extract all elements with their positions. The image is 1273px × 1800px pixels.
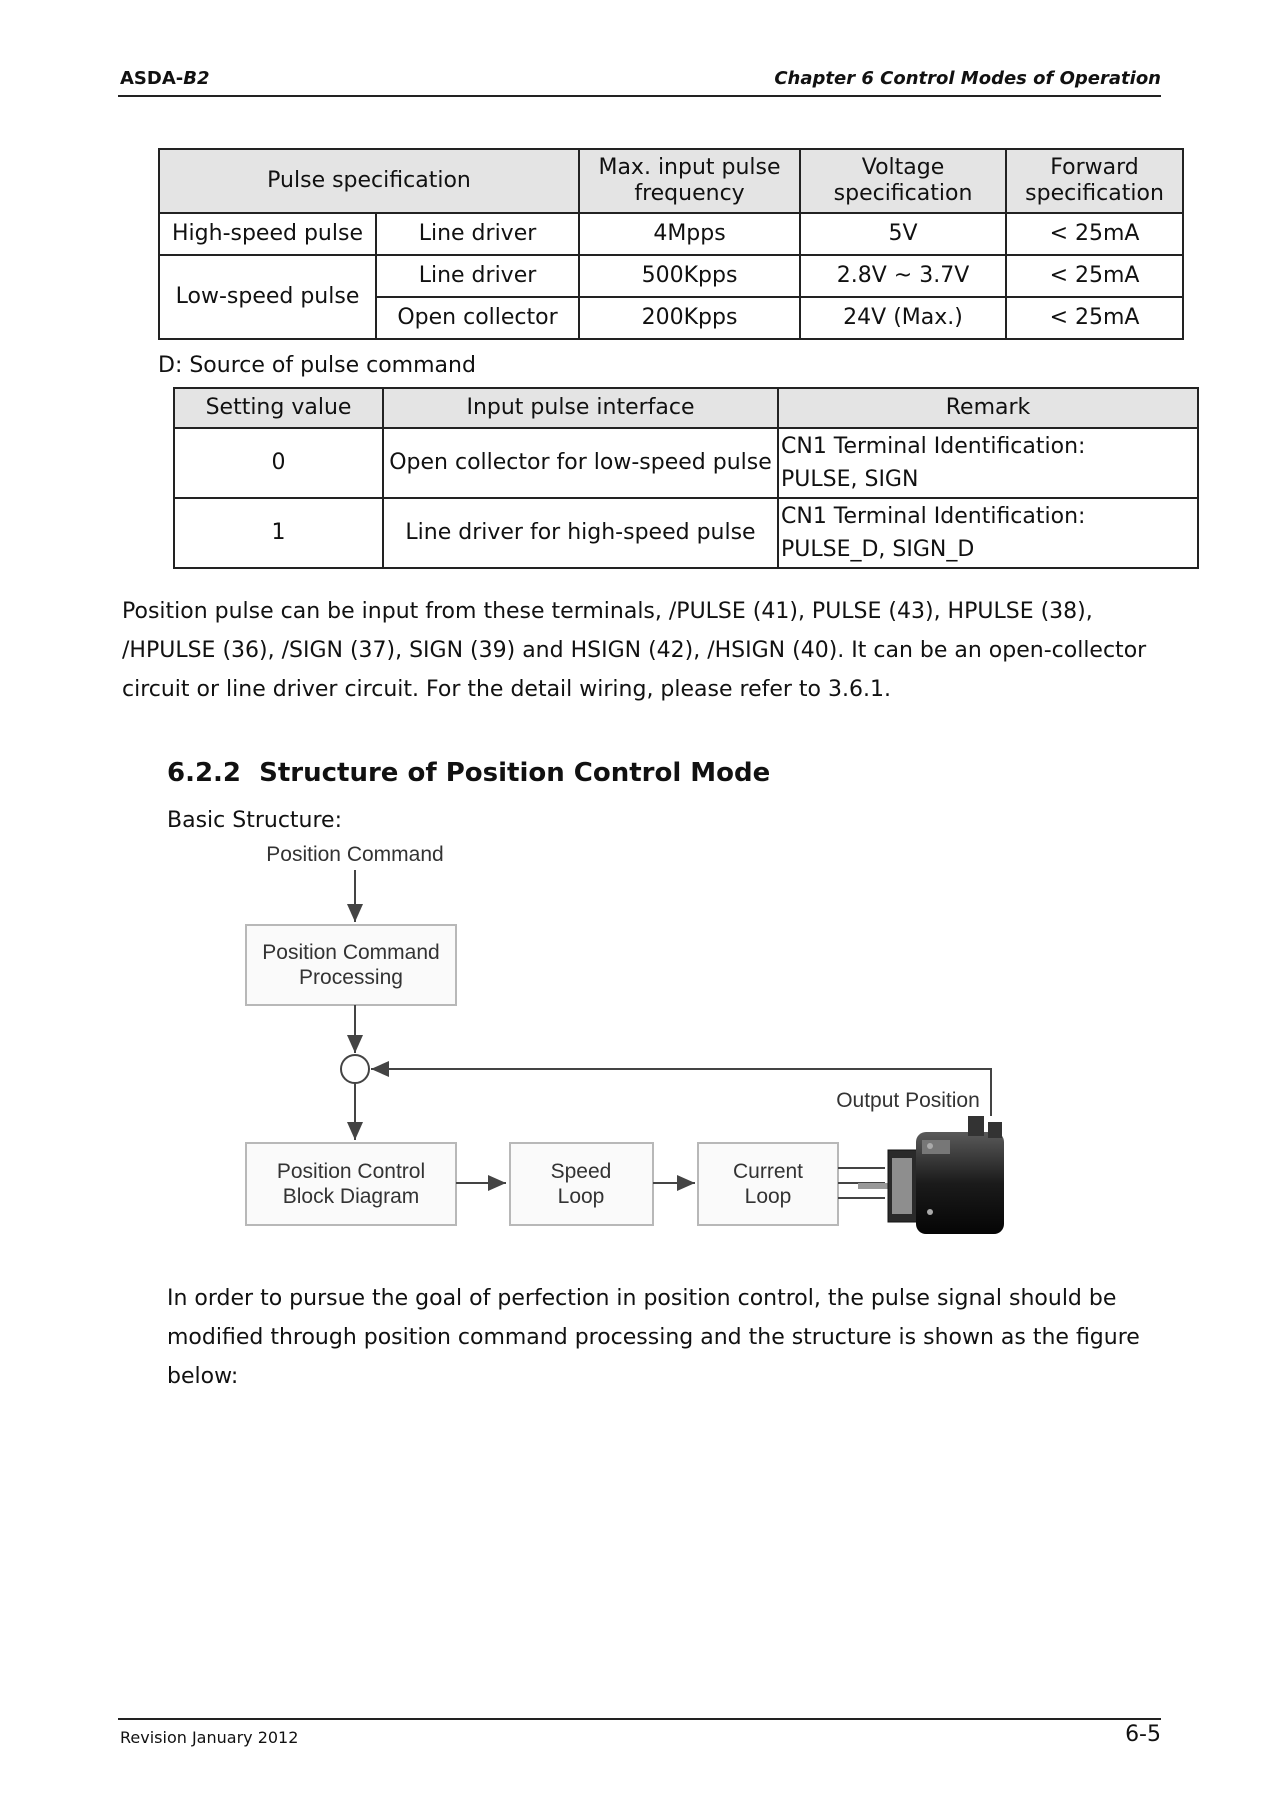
cell-low-speed-label: Low-speed pulse [158, 254, 377, 340]
section-number: 6.2.2 [167, 758, 242, 788]
speed-loop-box [509, 1142, 654, 1226]
th-voltage: Voltage specification [799, 148, 1008, 214]
servo-motor-icon [858, 1116, 1004, 1234]
product-prefix: ASDA- [120, 68, 184, 89]
remark-line: CN1 Terminal Identification: [781, 504, 1086, 529]
th-interface: Input pulse interface [382, 387, 779, 429]
th-remark: Remark [777, 387, 1199, 429]
cell-setting: 0 [173, 427, 384, 499]
current-line2: Loop [745, 1185, 792, 1208]
header-chapter: Chapter 6 Control Modes of Operation [774, 68, 1161, 89]
cell-freq: 4Mpps [578, 212, 802, 256]
feedback-line [371, 1061, 992, 1116]
cell-voltage: 2.8V ~ 3.7V [799, 254, 1008, 298]
cell-type: Open collector [374, 296, 581, 340]
cell-type: Line driver [374, 212, 581, 256]
section-heading: 6.2.2 Structure of Position Control Mode [167, 758, 770, 788]
cell-forward: < 25mA [1005, 296, 1185, 340]
table-row: 0 Open collector for low-speed pulse CN1… [173, 427, 1199, 499]
speed-line2: Loop [558, 1185, 605, 1208]
position-command-processing-box [245, 924, 457, 1006]
cell-interface: Open collector for low-speed pulse [382, 427, 779, 499]
footer-revision: Revision January 2012 [120, 1728, 299, 1747]
footer-rule [118, 1718, 1161, 1720]
pcb-line2: Block Diagram [283, 1185, 420, 1208]
product-model: B2 [183, 68, 210, 89]
speed-line1: Speed [551, 1160, 612, 1183]
terminal-paragraph: Position pulse can be input from these t… [122, 599, 1147, 702]
pcp-line2: Processing [299, 966, 403, 989]
th-setting: Setting value [173, 387, 384, 429]
th-forward: Forward specification [1005, 148, 1185, 214]
header-product: ASDA-B2 [120, 68, 210, 89]
header-rule [118, 95, 1161, 97]
basic-structure-label: Basic Structure: [167, 808, 342, 833]
cell-remark: CN1 Terminal Identification: PULSE_D, SIG… [777, 497, 1199, 569]
cell-voltage: 5V [799, 212, 1008, 256]
current-line1: Current [733, 1160, 803, 1183]
cell-remark: CN1 Terminal Identification: PULSE, SIGN [777, 427, 1199, 499]
source-pulse-label: D: Source of pulse command [158, 353, 476, 378]
cell-freq: 500Kpps [578, 254, 802, 298]
cell-freq: 200Kpps [578, 296, 802, 340]
cell-setting: 1 [173, 497, 384, 569]
table-row: 1 Line driver for high-speed pulse CN1 T… [173, 497, 1199, 569]
pcb-line1: Position Control [277, 1160, 425, 1183]
current-loop-box [697, 1142, 839, 1226]
position-control-box [245, 1142, 457, 1226]
cell-interface: Line driver for high-speed pulse [382, 497, 779, 569]
summing-junction [340, 1054, 370, 1084]
th-max-freq: Max. input pulse frequency [578, 148, 802, 214]
remark-line: CN1 Terminal Identification: [781, 434, 1086, 459]
cell-type: Line driver [374, 254, 581, 298]
table-row: High-speed pulse Line driver 4Mpps 5V < … [158, 212, 1185, 256]
processing-paragraph: In order to pursue the goal of perfectio… [167, 1286, 1140, 1389]
section-title: Structure of Position Control Mode [259, 758, 771, 788]
cell-forward: < 25mA [1005, 212, 1185, 256]
remark-line: PULSE, SIGN [781, 467, 919, 492]
output-position-label: Output Position [836, 1089, 980, 1112]
th-pulse-spec: Pulse specification [157, 148, 581, 214]
pulse-spec-table: Pulse specification Max. input pulse fre… [157, 148, 1185, 340]
position-control-diagram: Position Command Position Command Proces… [245, 843, 1004, 1234]
pcp-line1: Position Command [262, 941, 439, 964]
table-row: Low-speed pulse Line driver 500Kpps 2.8V… [158, 254, 1185, 340]
cell-high-speed-label: High-speed pulse [158, 212, 377, 256]
table-row: Open collector 200Kpps 24V (Max.) < 25mA [159, 296, 1185, 340]
remark-line: PULSE_D, SIGN_D [781, 537, 975, 562]
cell-forward: < 25mA [1005, 254, 1185, 298]
pulse-source-table: Setting value Input pulse interface Rema… [173, 387, 1199, 569]
cell-voltage: 24V (Max.) [799, 296, 1008, 340]
position-command-label: Position Command [266, 843, 443, 866]
page-number: 6-5 [1125, 1722, 1161, 1747]
